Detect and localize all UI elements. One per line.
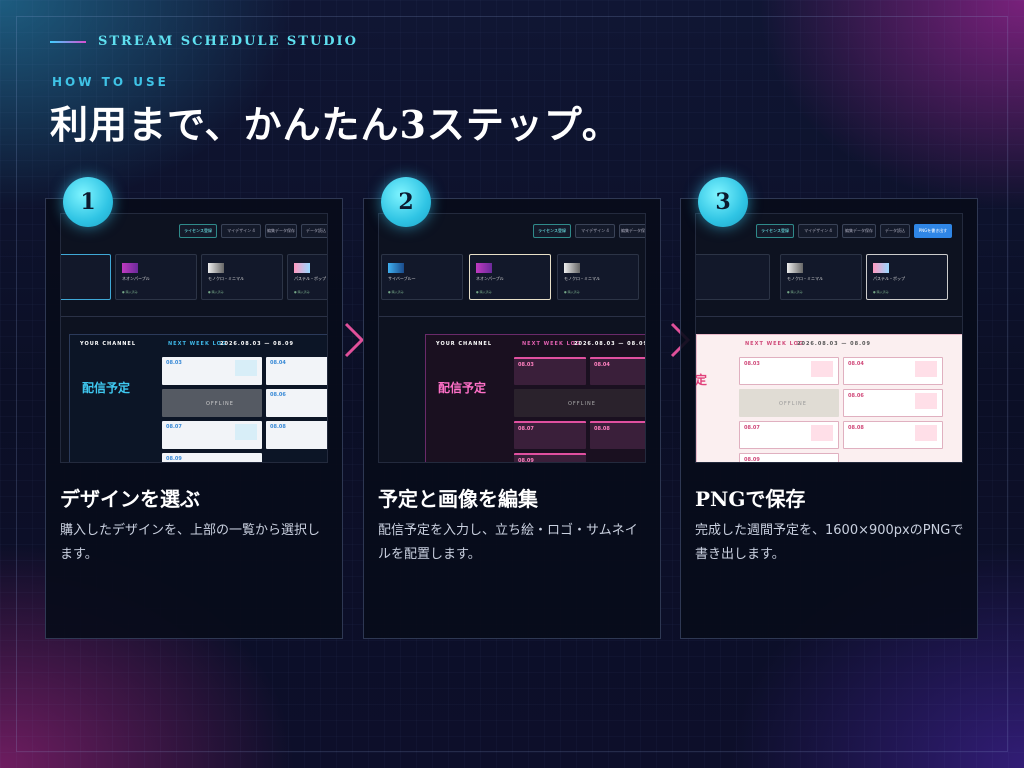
toolbar-save-button: 編集データ保存 (619, 224, 645, 238)
design-card (61, 254, 111, 300)
step-title: PNGで保存 (695, 487, 806, 511)
design-card: ネオンパープル ● 購入済み (469, 254, 551, 300)
step-title: デザインを選ぶ (60, 487, 200, 511)
design-card: パステル・ポップ ● 購入済み (287, 254, 327, 300)
step-title: 予定と画像を編集 (378, 487, 538, 511)
step-card-3: 3 ライセンス登録 マイデザイン 4 編集データ保存 データ読込 PNGを書き出… (680, 177, 978, 639)
page-frame (16, 16, 1008, 752)
step-screenshot: ライセンス登録 マイデザイン 4 編集データ保存 データ読込 PNGを書き出す … (695, 213, 963, 463)
design-card (696, 254, 770, 300)
brand-name: STREAM SCHEDULE STUDIO (98, 34, 358, 49)
toolbar-load-button: データ読込 (301, 224, 327, 238)
toolbar-save-button: 編集データ保存 (265, 224, 297, 238)
design-card: モノクロ・ミニマル ● 購入済み (780, 254, 862, 300)
design-card: ネオンパープル ● 購入済み (115, 254, 197, 300)
section-eyebrow: HOW TO USE (52, 75, 169, 89)
toolbar-license-button: ライセンス登録 (756, 224, 794, 238)
schedule-preview: NEXT WEEK LOG 2026.08.03 — 08.09 定 08.03… (696, 334, 962, 462)
step-screenshot: ライセンス登録 マイデザイン 4 編集データ保存 サイバーブルー ● 購入済み … (378, 213, 646, 463)
toolbar-license-button: ライセンス登録 (533, 224, 571, 238)
step-number-badge: 2 (381, 177, 431, 227)
brand-line (50, 40, 86, 43)
step-screenshot: ライセンス登録 マイデザイン 4 編集データ保存 データ読込 ネオンパープル ●… (60, 213, 328, 463)
schedule-preview: YOUR CHANNEL NEXT WEEK LOG 2026.08.03 — … (69, 334, 327, 462)
design-card: モノクロ・ミニマル ● 購入済み (557, 254, 639, 300)
chevron-right-icon (344, 322, 365, 358)
toolbar-license-button: ライセンス登録 (179, 224, 217, 238)
design-card: パステル・ポップ ● 購入済み (866, 254, 948, 300)
toolbar-mydesign-button: マイデザイン 4 (221, 224, 261, 238)
step-description: 購入したデザインを、上部の一覧から選択します。 (60, 523, 321, 562)
step-description: 完成した週間予定を、1600×900pxのPNGで書き出します。 (695, 523, 964, 562)
toolbar-mydesign-button: マイデザイン 4 (575, 224, 615, 238)
design-card: サイバーブルー ● 購入済み (381, 254, 463, 300)
toolbar-mydesign-button: マイデザイン 4 (798, 224, 838, 238)
step-number-badge: 3 (698, 177, 748, 227)
schedule-preview: YOUR CHANNEL NEXT WEEK LOG 2026.08.03 — … (425, 334, 645, 462)
step-card-1: 1 ライセンス登録 マイデザイン 4 編集データ保存 データ読込 ネオンパープル… (45, 177, 343, 639)
brand: STREAM SCHEDULE STUDIO (50, 34, 358, 49)
step-description: 配信予定を入力し、立ち絵・ロゴ・サムネイルを配置します。 (378, 523, 638, 562)
toolbar-load-button: データ読込 (880, 224, 910, 238)
step-number-badge: 1 (63, 177, 113, 227)
design-card: モノクロ・ミニマル ● 購入済み (201, 254, 283, 300)
toolbar-export-png-button: PNGを書き出す (914, 224, 952, 238)
toolbar-save-button: 編集データ保存 (842, 224, 876, 238)
page-title: 利用まで、かんたん3ステップ。 (50, 102, 621, 147)
step-card-2: 2 ライセンス登録 マイデザイン 4 編集データ保存 サイバーブルー ● 購入済… (363, 177, 661, 639)
